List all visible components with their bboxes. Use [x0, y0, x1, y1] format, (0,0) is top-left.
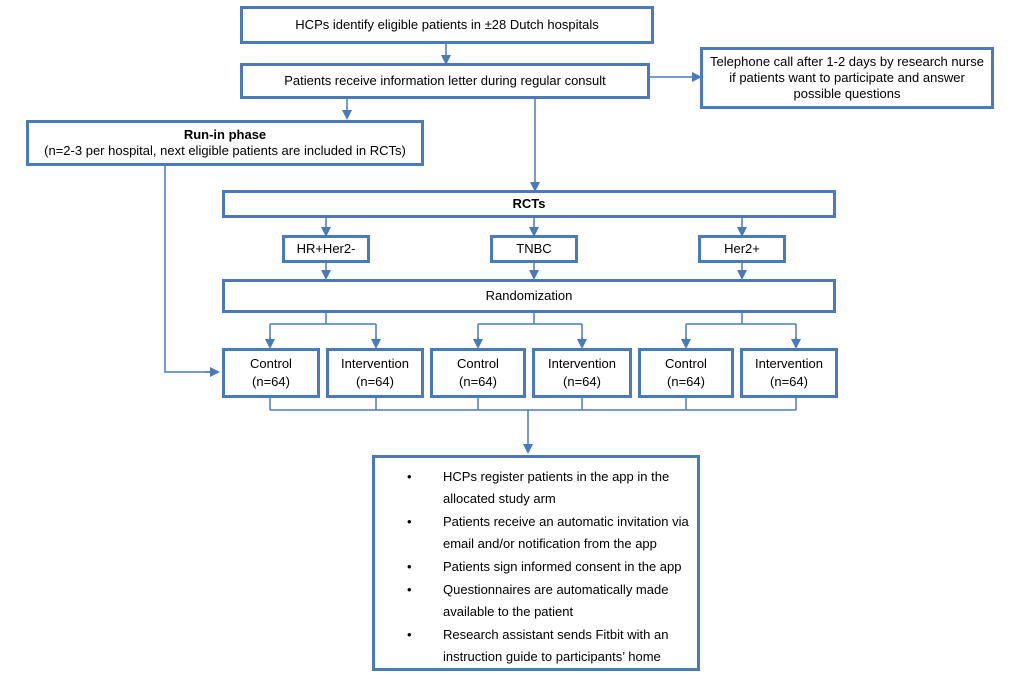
runin-title: Run-in phase	[183, 127, 267, 142]
randomization-text: Randomization	[485, 288, 573, 303]
subtype-label: HR+Her2-	[296, 241, 356, 256]
identify-text: HCPs identify eligible patients in ±28 D…	[295, 17, 599, 32]
arm-n: (n=64)	[459, 374, 497, 389]
procedure-item: Research assistant sends Fitbit with an …	[407, 624, 689, 668]
telephone-box: Telephone call after 1-2 days by researc…	[700, 47, 994, 109]
procedure-item: Patients sign informed consent in the ap…	[407, 556, 689, 578]
arm-label: Intervention	[341, 356, 409, 371]
arm-n: (n=64)	[356, 374, 394, 389]
split-group-1	[269, 313, 377, 346]
subtype-her2-pos: Her2+	[698, 235, 786, 263]
split-group-3	[685, 313, 797, 346]
procedures-box: HCPs register patients in the app in the…	[372, 455, 700, 671]
arm-n: (n=64)	[770, 374, 808, 389]
runin-detail: (n=2-3 per hospital, next eligible patie…	[44, 143, 406, 158]
arm-control-tnbc: Control (n=64)	[430, 348, 526, 398]
split-group-2	[477, 313, 583, 346]
arm-n: (n=64)	[667, 374, 705, 389]
arrow-runin-to-control	[164, 166, 212, 373]
subtype-hr-her2-neg: HR+Her2-	[282, 235, 370, 263]
identify-box: HCPs identify eligible patients in ±28 D…	[240, 6, 654, 44]
subtype-tnbc: TNBC	[490, 235, 578, 263]
arm-n: (n=64)	[252, 374, 290, 389]
arm-label: Control	[250, 356, 292, 371]
randomization-box: Randomization	[222, 279, 836, 313]
telephone-text: Telephone call after 1-2 days by researc…	[710, 54, 984, 101]
arm-label: Control	[665, 356, 707, 371]
rcts-title: RCTs	[512, 196, 546, 211]
letter-text: Patients receive information letter duri…	[284, 73, 606, 88]
procedure-item: Patients receive an automatic invitation…	[407, 511, 689, 555]
arm-label: Intervention	[755, 356, 823, 371]
procedure-item: Questionnaires are automatically made av…	[407, 579, 689, 623]
runin-box: Run-in phase (n=2-3 per hospital, next e…	[26, 120, 424, 166]
subtype-label: TNBC	[516, 241, 552, 256]
arm-intervention-tnbc: Intervention (n=64)	[532, 348, 632, 398]
merge-arms	[269, 398, 797, 411]
rcts-box: RCTs	[222, 190, 836, 218]
procedure-item: HCPs register patients in the app in the…	[407, 466, 689, 510]
arm-intervention-her2: Intervention (n=64)	[740, 348, 838, 398]
subtype-label: Her2+	[724, 241, 760, 256]
arm-control-her2: Control (n=64)	[638, 348, 734, 398]
arm-intervention-hr: Intervention (n=64)	[326, 348, 424, 398]
procedures-list: HCPs register patients in the app in the…	[375, 466, 689, 669]
arm-label: Intervention	[548, 356, 616, 371]
arm-label: Control	[457, 356, 499, 371]
letter-box: Patients receive information letter duri…	[240, 63, 650, 99]
arm-control-hr: Control (n=64)	[222, 348, 320, 398]
arm-n: (n=64)	[563, 374, 601, 389]
